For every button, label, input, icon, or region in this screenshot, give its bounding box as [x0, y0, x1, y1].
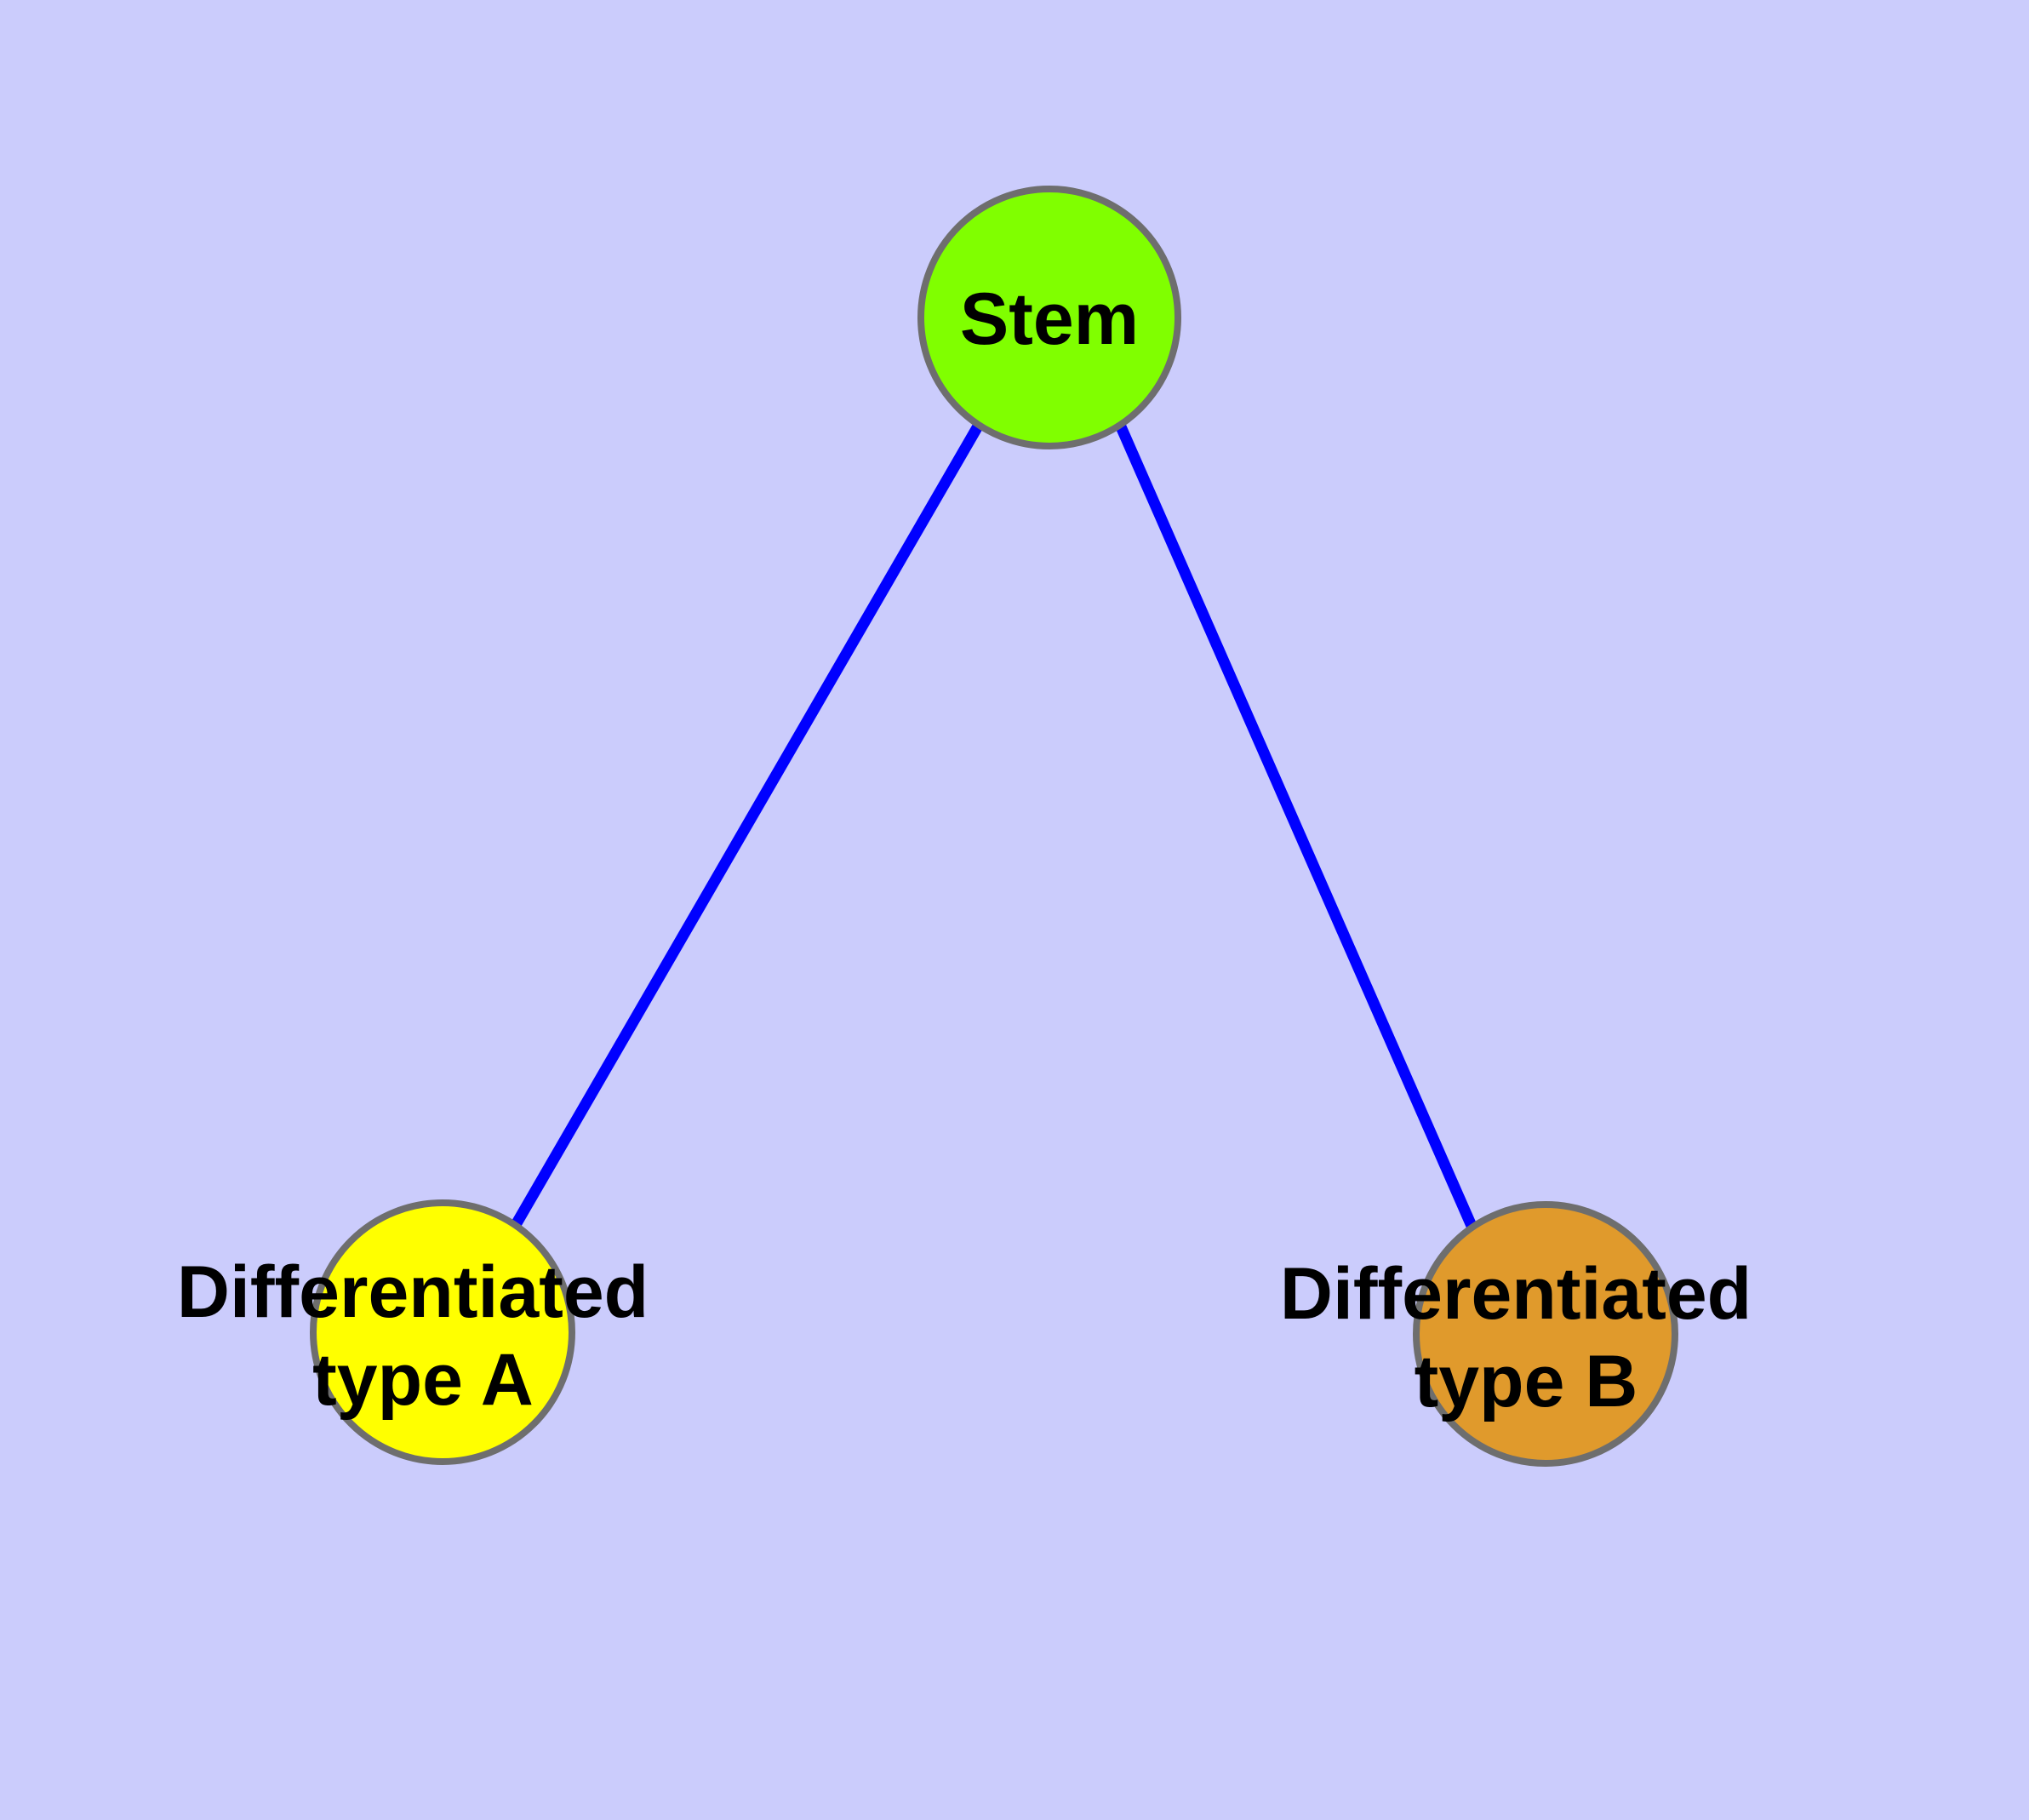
node-stem-label: Stem: [960, 278, 1139, 360]
node-differentiated-type-b-circle[interactable]: [1413, 1201, 1678, 1467]
node-differentiated-type-b-label: Differentiated type B: [1280, 1253, 1772, 1422]
node-differentiated-type-a-label: Differentiated type A: [177, 1251, 669, 1421]
edge-layer: [512, 421, 1477, 1228]
node-label-layer: Stem Differentiated type A Differentiate…: [177, 278, 1772, 1422]
edge-stem-to-differentiated-type-b[interactable]: [1115, 422, 1477, 1228]
node-differentiated-type-b-label-line-2: type B: [1415, 1341, 1638, 1422]
node-differentiated-type-a-circle[interactable]: [310, 1199, 575, 1465]
edge-stem-to-differentiated-type-a[interactable]: [512, 421, 984, 1227]
node-differentiated-type-b-label-line-1: Differentiated: [1280, 1253, 1752, 1335]
node-layer: [310, 186, 1678, 1467]
node-stem-label-line-1: Stem: [960, 278, 1139, 360]
node-stem-circle[interactable]: [917, 186, 1181, 449]
node-differentiated-type-a-label-line-1: Differentiated: [177, 1251, 649, 1333]
node-differentiated-type-a-label-line-2: type A: [312, 1339, 534, 1421]
